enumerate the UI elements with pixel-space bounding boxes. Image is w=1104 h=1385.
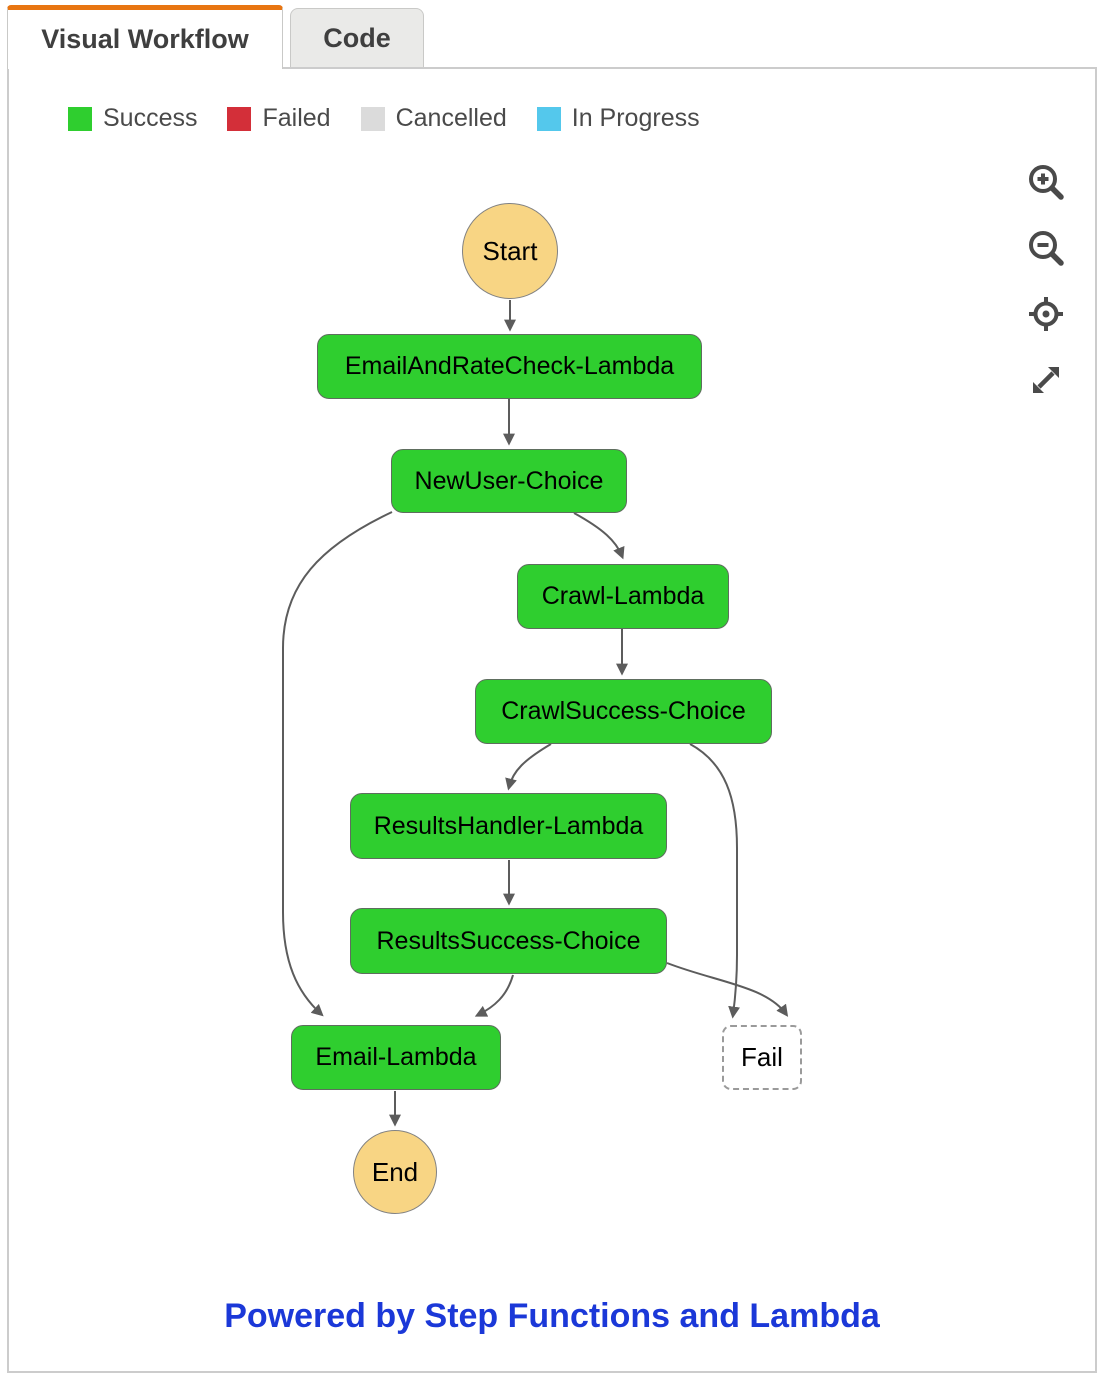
node-resultshandler-lambda[interactable]: ResultsHandler-Lambda bbox=[350, 793, 667, 859]
node-start-label: Start bbox=[482, 235, 538, 266]
zoom-out-icon bbox=[1029, 231, 1064, 266]
tab-visual-workflow-label: Visual Workflow bbox=[41, 24, 249, 54]
node-resultssuccess-choice-label: ResultsSuccess-Choice bbox=[376, 926, 641, 955]
node-crawlsuccess-choice-label: CrawlSuccess-Choice bbox=[501, 697, 746, 725]
node-crawl-lambda[interactable]: Crawl-Lambda bbox=[517, 564, 729, 629]
legend-item-in-progress: In Progress bbox=[536, 104, 700, 133]
tab-visual-workflow[interactable]: Visual Workflow bbox=[7, 5, 283, 69]
legend-item-success: Success bbox=[68, 104, 197, 133]
node-newuser-choice[interactable]: NewUser-Choice bbox=[391, 449, 627, 513]
center-target-icon bbox=[1029, 297, 1063, 331]
node-fail[interactable]: Fail bbox=[722, 1025, 802, 1090]
node-end-label: End bbox=[371, 1156, 419, 1187]
node-fail-label: Fail bbox=[741, 1042, 783, 1072]
powered-by-label: Powered by Step Functions and Lambda bbox=[224, 1297, 880, 1335]
cancelled-swatch bbox=[360, 106, 385, 131]
tab-code[interactable]: Code bbox=[290, 8, 424, 67]
legend-label-cancelled: Cancelled bbox=[395, 104, 507, 132]
diagram-toolbar bbox=[1024, 160, 1068, 402]
node-end[interactable]: End bbox=[353, 1130, 437, 1214]
zoom-in-button[interactable] bbox=[1024, 160, 1068, 204]
tab-code-label: Code bbox=[323, 22, 391, 53]
expand-icon bbox=[1033, 367, 1059, 393]
status-legend: Success Failed Cancelled In Progress bbox=[68, 104, 700, 133]
node-crawlsuccess-choice[interactable]: CrawlSuccess-Choice bbox=[475, 679, 772, 744]
node-crawl-lambda-label: Crawl-Lambda bbox=[541, 582, 705, 610]
legend-label-in-progress: In Progress bbox=[571, 104, 700, 132]
in-progress-swatch bbox=[536, 106, 561, 131]
failed-swatch bbox=[227, 106, 252, 131]
node-resultssuccess-choice[interactable]: ResultsSuccess-Choice bbox=[350, 908, 667, 974]
powered-by-text: Powered by Step Functions and Lambda bbox=[7, 1297, 1097, 1336]
legend-label-success: Success bbox=[103, 104, 198, 132]
node-emailandratecheck-lambda[interactable]: EmailAndRateCheck-Lambda bbox=[317, 334, 702, 399]
node-emailandratecheck-label: EmailAndRateCheck-Lambda bbox=[344, 352, 675, 380]
center-view-button[interactable] bbox=[1024, 292, 1068, 336]
node-email-lambda-label: Email-Lambda bbox=[315, 1043, 477, 1071]
node-start[interactable]: Start bbox=[462, 203, 558, 299]
node-email-lambda[interactable]: Email-Lambda bbox=[291, 1025, 501, 1090]
node-resultshandler-lambda-label: ResultsHandler-Lambda bbox=[373, 811, 644, 840]
expand-fullscreen-button[interactable] bbox=[1024, 358, 1068, 402]
success-swatch bbox=[68, 106, 92, 131]
legend-label-failed: Failed bbox=[262, 104, 331, 132]
zoom-out-button[interactable] bbox=[1024, 226, 1068, 270]
zoom-in-icon bbox=[1029, 165, 1064, 200]
node-newuser-choice-label: NewUser-Choice bbox=[414, 466, 604, 495]
legend-item-cancelled: Cancelled bbox=[360, 104, 507, 133]
legend-item-failed: Failed bbox=[227, 104, 331, 133]
